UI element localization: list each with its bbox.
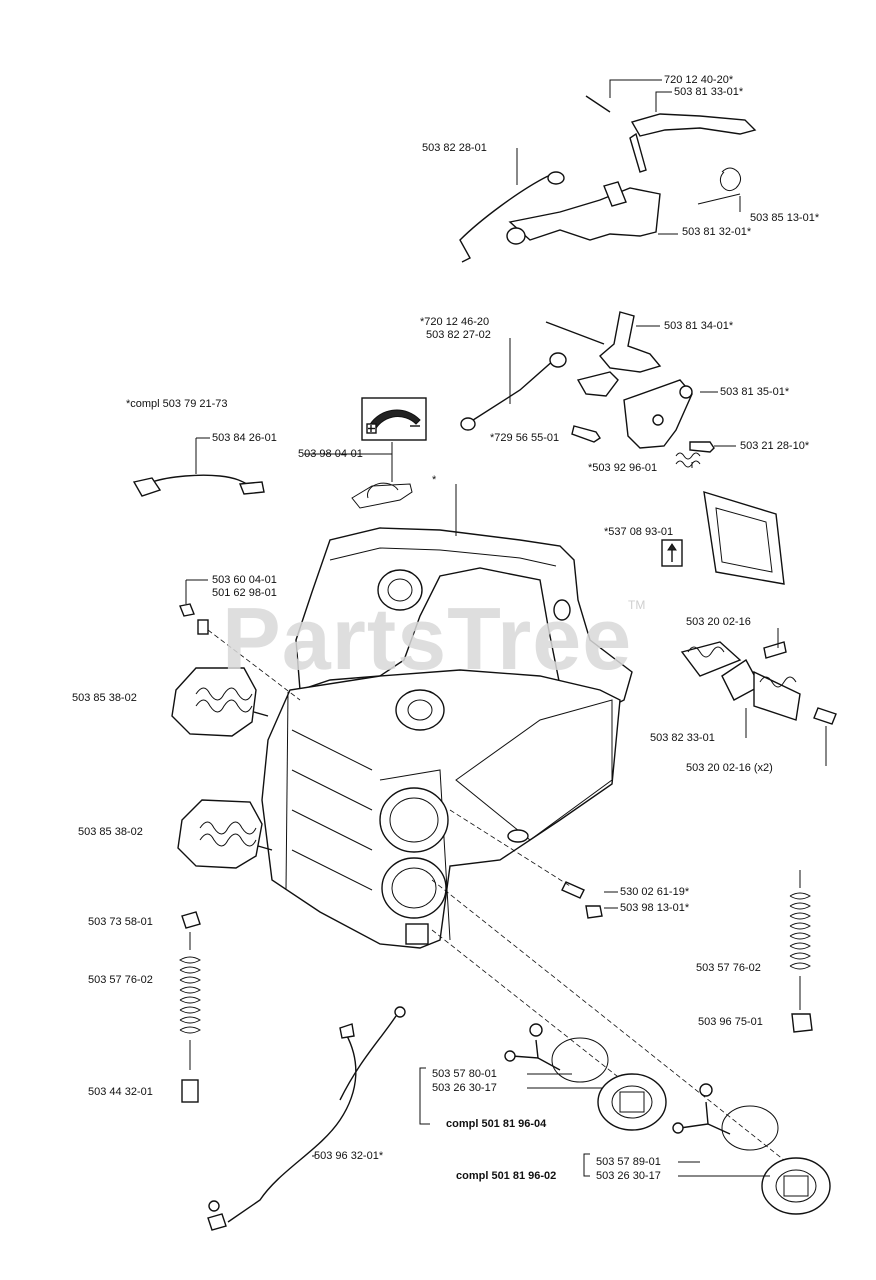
part-label-503-85-13-01: 503 85 13-01*: [750, 212, 820, 224]
filter-plate-group: [661, 491, 785, 585]
switch-lead-group: [132, 437, 265, 497]
part-label-503-84-26-01: 503 84 26-01: [212, 432, 277, 444]
fuel-cap-group-1: [431, 929, 667, 1131]
kit-label-501-81-96-04: compl 501 81 96-04: [446, 1118, 547, 1130]
part-label-503-44-32-01: 503 44 32-01: [88, 1086, 153, 1098]
av-spring-lower: [177, 799, 273, 869]
part-label-503-81-34-01: 503 81 34-01*: [664, 320, 734, 332]
wire-harness-group: [207, 1006, 406, 1231]
part-label-537-08-93-01: *537 08 93-01: [604, 526, 674, 538]
part-label-503-21-28-10: 503 21 28-10*: [740, 440, 810, 452]
asterisk-marker: *: [432, 474, 437, 486]
av-spring-right: [680, 628, 837, 766]
part-label-503-60-04-01: 503 60 04-01: [212, 574, 277, 586]
part-label-503-92-96-01: *503 92 96-01: [588, 462, 658, 474]
part-label-503-82-28-01: 503 82 28-01: [422, 142, 487, 154]
part-label-503-82-27-02: 503 82 27-02: [426, 329, 491, 341]
part-label-530-02-61-19: 530 02 61-19*: [620, 886, 690, 898]
part-label-720-12-46-20: *720 12 46-20: [420, 316, 490, 328]
screw-washer-group: [449, 809, 618, 919]
part-label-503-98-13-01: 503 98 13-01*: [620, 902, 690, 914]
part-label-503-26-30-17-a: 503 26 30-17: [432, 1082, 497, 1094]
part-label-503-57-76-02-left: 503 57 76-02: [88, 974, 153, 986]
kit-label-503-79-21-73: *compl 503 79 21-73: [126, 398, 228, 410]
part-label-501-62-98-01: 501 62 98-01: [212, 587, 277, 599]
watermark: PartsTree: [222, 589, 633, 688]
part-label-503-96-75-01: 503 96 75-01: [698, 1016, 763, 1028]
fuel-hose-group: [179, 911, 201, 1103]
part-label-503-26-30-17-b: 503 26 30-17: [596, 1170, 661, 1182]
kit-label-501-81-96-02: compl 501 81 96-02: [456, 1170, 557, 1182]
choke-rod-group: [460, 311, 715, 468]
throttle-trigger-group: [459, 95, 757, 263]
part-label-503-81-33-01: 503 81 33-01*: [674, 86, 744, 98]
fuel-cap-group-2: [431, 879, 831, 1215]
part-label-503-81-32-01: 503 81 32-01*: [682, 226, 752, 238]
part-label-503-96-32-01: 503 96 32-01*: [314, 1150, 384, 1162]
kit-brackets: [419, 1067, 770, 1177]
part-label-503-85-38-02-lower: 503 85 38-02: [78, 826, 143, 838]
part-label-503-20-02-16: 503 20 02-16: [686, 616, 751, 628]
choke-decal-group: [304, 397, 427, 509]
part-label-503-20-02-16-x2: 503 20 02-16 (x2): [686, 762, 773, 774]
part-label-729-56-55-01: *729 56 55-01: [490, 432, 560, 444]
part-label-503-57-89-01: 503 57 89-01: [596, 1156, 661, 1168]
tank-housing: [261, 484, 633, 949]
bushing-group: [179, 579, 301, 701]
watermark-tm: TM: [628, 598, 646, 612]
part-label-503-81-35-01: 503 81 35-01*: [720, 386, 790, 398]
part-label-720-12-40-20: 720 12 40-20*: [664, 74, 734, 86]
part-label-503-57-76-02-right: 503 57 76-02: [696, 962, 761, 974]
part-label-503-73-58-01: 503 73 58-01: [88, 916, 153, 928]
oil-hose-group: [789, 870, 813, 1033]
part-label-503-85-38-02-upper: 503 85 38-02: [72, 692, 137, 704]
av-spring-upper: [171, 667, 269, 737]
part-label-503-82-33-01: 503 82 33-01: [650, 732, 715, 744]
leader-lines-choke: [509, 325, 736, 468]
part-label-503-57-80-01: 503 57 80-01: [432, 1068, 497, 1080]
leader-lines-top: [516, 79, 741, 235]
part-label-503-98-04-01: 503 98 04-01: [298, 448, 363, 460]
